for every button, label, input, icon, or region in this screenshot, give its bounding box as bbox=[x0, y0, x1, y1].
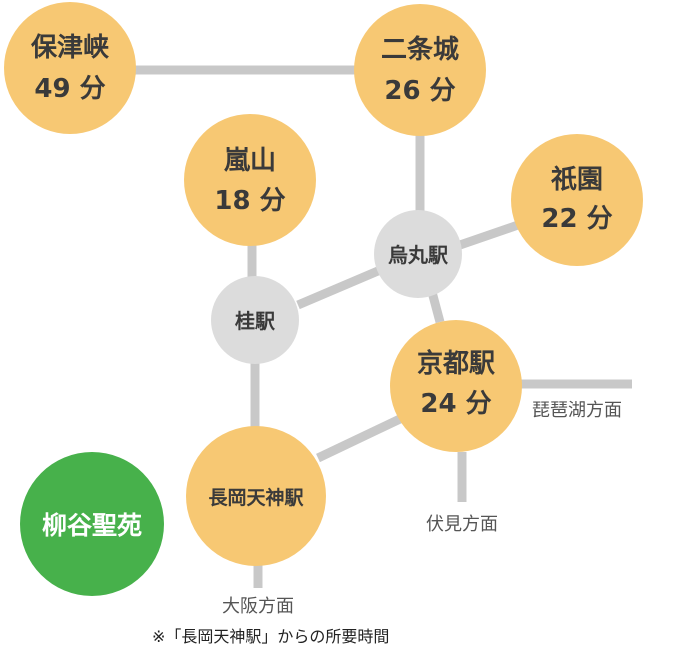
node-karasuma-name: 烏丸駅 bbox=[388, 243, 448, 267]
node-kyoto-circle bbox=[390, 320, 522, 452]
node-arashiyama-name: 嵐山 bbox=[224, 146, 276, 176]
node-karasuma: 烏丸駅 bbox=[374, 210, 462, 298]
line-gion-karasuma bbox=[458, 220, 520, 250]
node-arashiyama-circle bbox=[184, 114, 316, 246]
node-nijo: 二条城 26 分 bbox=[354, 4, 486, 136]
node-hozukyo-time: 49 分 bbox=[34, 74, 105, 104]
node-gion-circle bbox=[511, 134, 643, 266]
node-katsura-circle bbox=[211, 276, 299, 364]
node-nagaoka: 長岡天神駅 bbox=[186, 426, 326, 566]
node-nagaoka-circle bbox=[186, 426, 326, 566]
node-nagaoka-name: 長岡天神駅 bbox=[208, 486, 304, 509]
node-nijo-time: 26 分 bbox=[384, 76, 455, 106]
node-nijo-circle bbox=[354, 4, 486, 136]
line-karasuma-kyoto bbox=[427, 290, 445, 324]
node-karasuma-circle bbox=[374, 210, 462, 298]
route-lines bbox=[128, 65, 632, 588]
node-kyoto: 京都駅 24 分 bbox=[390, 320, 522, 452]
line-nagaoka-kyoto bbox=[316, 413, 404, 463]
node-arashiyama-time: 18 分 bbox=[214, 186, 285, 216]
direction-biwako: 琵琶湖方面 bbox=[532, 400, 622, 421]
node-origin: 柳谷聖苑 bbox=[20, 452, 164, 596]
node-hozukyo-name: 保津峡 bbox=[30, 33, 110, 63]
node-kyoto-time: 24 分 bbox=[420, 389, 491, 419]
node-kyoto-name: 京都駅 bbox=[417, 348, 495, 379]
footnote: ※「長岡天神駅」からの所要時間 bbox=[152, 627, 389, 646]
node-gion-name: 祇園 bbox=[551, 165, 603, 195]
node-arashiyama: 嵐山 18 分 bbox=[184, 114, 316, 246]
node-katsura-name: 桂駅 bbox=[234, 309, 275, 333]
line-katsura-karasuma bbox=[296, 263, 387, 310]
node-nijo-name: 二条城 bbox=[381, 35, 459, 65]
node-gion: 祇園 22 分 bbox=[511, 134, 643, 266]
node-origin-circle bbox=[20, 452, 164, 596]
direction-osaka: 大阪方面 bbox=[222, 596, 294, 617]
node-katsura: 桂駅 bbox=[211, 276, 299, 364]
node-origin-name: 柳谷聖苑 bbox=[42, 511, 142, 540]
node-gion-time: 22 分 bbox=[541, 204, 612, 234]
direction-fushimi: 伏見方面 bbox=[426, 514, 498, 535]
node-hozukyo-circle bbox=[4, 2, 136, 134]
node-hozukyo: 保津峡 49 分 bbox=[4, 2, 136, 134]
